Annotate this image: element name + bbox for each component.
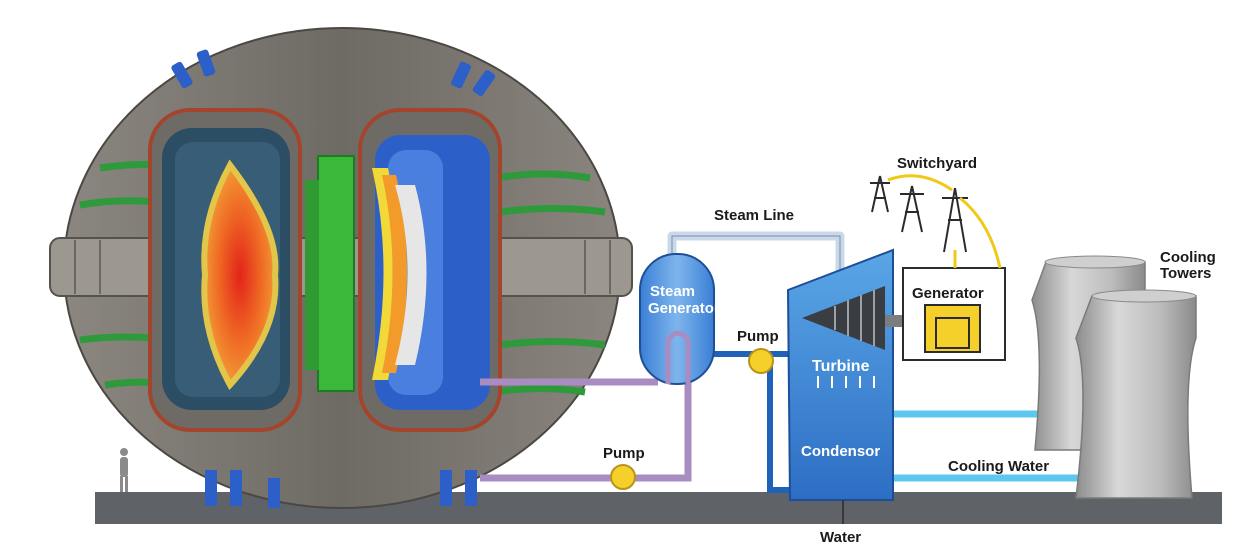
steam-generator-label-line2: Generator xyxy=(648,300,720,317)
condensor-label: Condensor xyxy=(801,443,880,460)
generator-box xyxy=(902,267,1006,361)
pump-icon xyxy=(748,348,774,374)
steam-generator-vessel xyxy=(639,253,715,385)
person-icon xyxy=(120,448,128,492)
switchyard-towers xyxy=(870,174,1002,269)
turbine-label: Turbine xyxy=(812,358,870,375)
tokamak-reactor xyxy=(49,27,633,509)
cooling-water-label: Cooling Water xyxy=(948,458,1049,475)
water-label: Water xyxy=(820,529,861,546)
pump-lower-label: Pump xyxy=(603,445,645,462)
cooling-towers-label-line2: Towers xyxy=(1160,265,1211,282)
steam-line-label: Steam Line xyxy=(714,207,794,224)
pump-upper-label: Pump xyxy=(737,328,779,345)
plasma-core xyxy=(201,159,279,391)
switchyard-label: Switchyard xyxy=(897,155,977,172)
generator-label: Generator xyxy=(912,285,984,302)
cooling-towers xyxy=(1031,255,1197,499)
steam-generator-label-line1: Steam xyxy=(650,283,695,300)
cooling-towers-label-line1: Cooling xyxy=(1160,249,1216,266)
pump-icon xyxy=(610,464,636,490)
